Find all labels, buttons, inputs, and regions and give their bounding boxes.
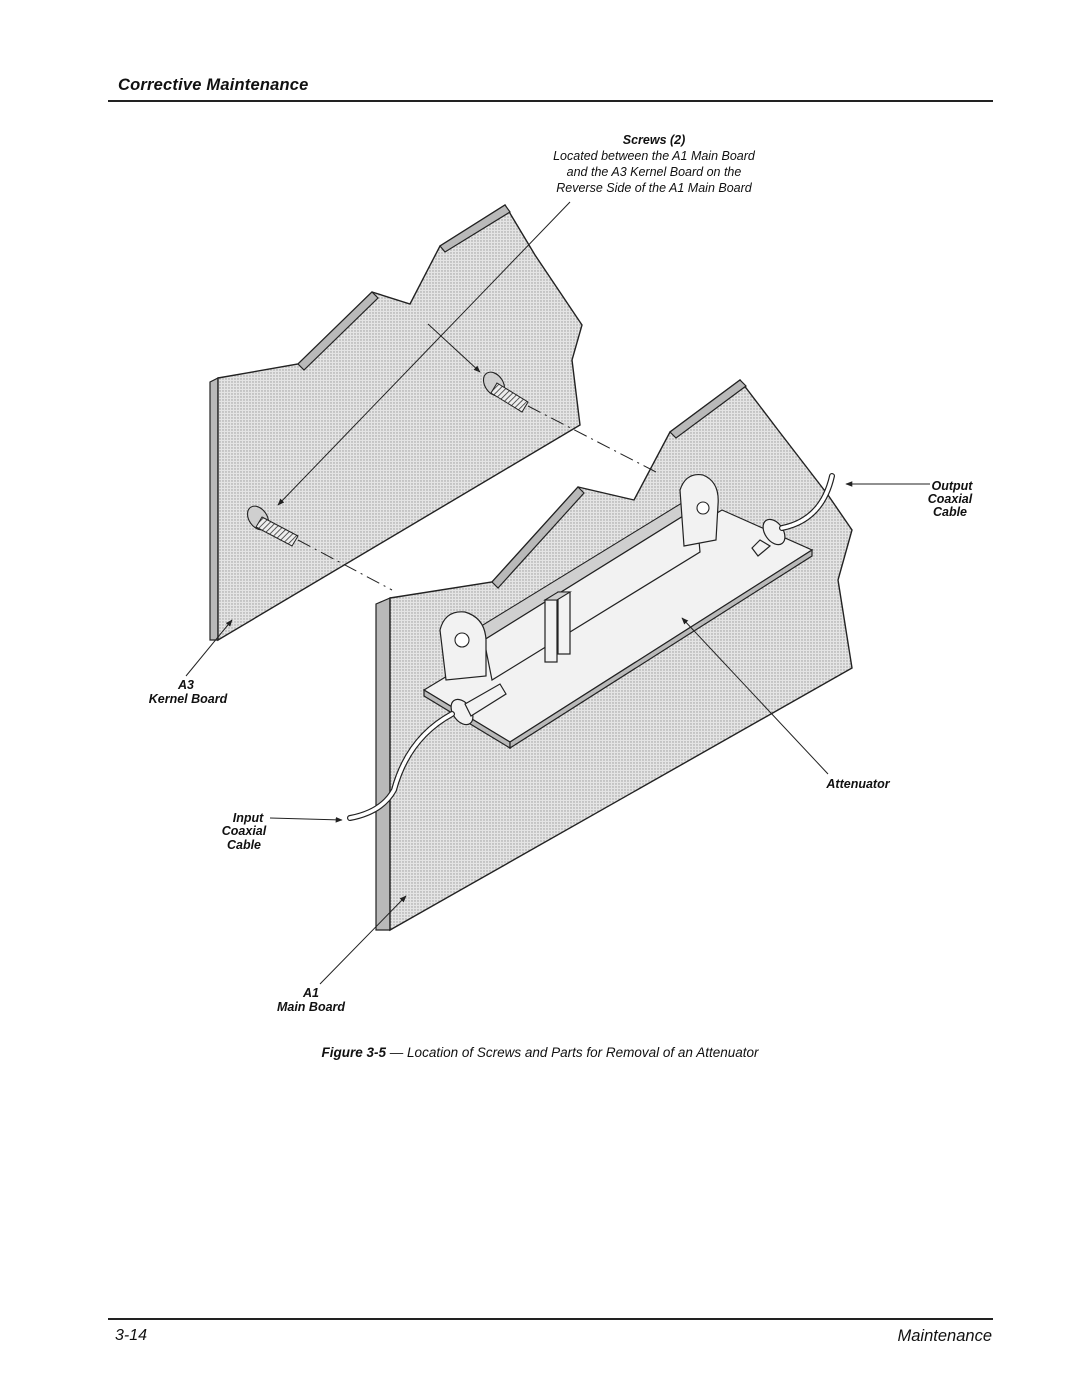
a1-label-1: A1 [302,986,319,1000]
figure-caption: Figure 3-5 — Location of Screws and Part… [0,1045,1080,1060]
page-number: 3-14 [115,1327,148,1344]
attenuator-label: Attenuator [825,777,890,791]
input-cable-label-1: Input [233,811,264,825]
caption-text: Location of Screws and Parts for Removal… [407,1045,759,1060]
screw-upper [482,371,529,413]
alignment-line-lower [297,539,393,591]
screws-note-line-3: Reverse Side of the A1 Main Board [556,181,753,195]
output-cable-label-1: Output [932,479,974,493]
output-coaxial-cable [779,473,835,531]
figure-number: Figure 3-5 [321,1045,387,1060]
a3-leader-line [185,619,233,677]
input-coaxial-cable [347,711,455,821]
section-title: Corrective Maintenance [118,76,309,94]
attenuator [422,473,814,750]
attenuator-leader-line [681,617,829,775]
caption-separator: — [386,1045,408,1060]
screws-label: Screws (2) [623,133,686,147]
output-cable-label-2: Coaxial [928,492,973,506]
alignment-line-upper [527,405,657,473]
output-cable-label-3: Cable [933,505,967,519]
a1-label-2: Main Board [277,1000,345,1014]
input-cable-label-3: Cable [227,838,261,852]
header-rule [108,100,993,102]
footer-section: Maintenance [897,1327,992,1345]
footer-rule [108,1318,993,1320]
screws-leader-line [277,201,571,506]
input-cable-arrow [269,817,343,823]
input-cable-label-2: Coaxial [222,824,267,838]
screws-note-line-2: and the A3 Kernel Board on the [567,165,742,179]
screws-note-line-1: Located between the A1 Main Board [553,149,756,163]
a3-label-2: Kernel Board [149,692,228,706]
screws-leader-line-2 [427,323,481,373]
a3-label-1: A3 [177,678,194,692]
screw-lower [246,505,299,547]
a1-leader-line [319,895,407,985]
a3-kernel-board [209,204,583,642]
